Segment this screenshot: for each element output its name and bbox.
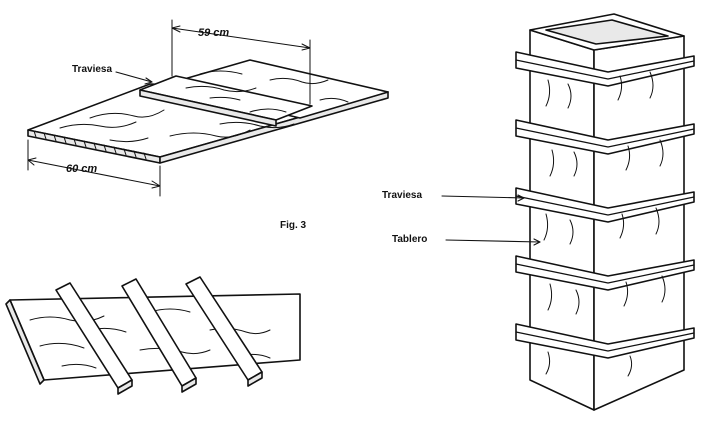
figure-label: Fig. 3 xyxy=(280,220,307,231)
board-wood-grain xyxy=(59,70,349,143)
column-grain-7 xyxy=(625,145,631,171)
column-grain-14 xyxy=(575,289,580,315)
column-grain-4 xyxy=(649,71,654,99)
traviesa-top-leader xyxy=(115,71,153,85)
column-clamp-edge-3 xyxy=(515,195,695,216)
column-clamp-edge-2 xyxy=(515,127,695,148)
column-grain-12 xyxy=(655,207,660,235)
column-formwork xyxy=(515,13,695,411)
column-grain-13 xyxy=(547,283,553,311)
column-grain-5 xyxy=(549,149,555,177)
crosspiece-edge xyxy=(139,89,277,127)
column-clamp-5 xyxy=(515,323,695,359)
board-edge-hatching xyxy=(33,130,147,160)
top-dimension-lines xyxy=(171,19,311,105)
column-grain-17 xyxy=(545,351,551,375)
column-grain-2 xyxy=(567,83,572,109)
tablero-label: Tablero xyxy=(392,234,427,245)
column-top-inner xyxy=(545,19,669,45)
column-grain-9 xyxy=(543,213,549,241)
column-grain-3 xyxy=(617,75,623,101)
column-clamp-3 xyxy=(515,187,695,223)
slat-3-side xyxy=(247,371,263,387)
top-left-board-assembly xyxy=(27,19,389,197)
column-wood-grain xyxy=(543,71,666,377)
column-grain-8 xyxy=(659,139,664,167)
column-grain-11 xyxy=(619,213,625,239)
traviesa-right-label: Traviesa xyxy=(382,190,422,201)
side-dimension-label: 60 cm xyxy=(66,163,97,175)
side-dimension-lines xyxy=(27,139,161,197)
column-leaders xyxy=(441,194,541,246)
column-clamp-2 xyxy=(515,119,695,155)
column-grain-15 xyxy=(623,281,629,307)
column-grain-10 xyxy=(569,219,574,245)
column-grain-16 xyxy=(661,275,666,303)
column-grain-18 xyxy=(627,355,633,377)
top-dimension-label: 59 cm xyxy=(198,27,229,39)
slat-1-side xyxy=(117,379,133,395)
column-clamp-edge-4 xyxy=(515,263,695,284)
column-clamp-4 xyxy=(515,255,695,291)
slat-2-side xyxy=(181,377,197,393)
bottom-board-edge xyxy=(5,299,45,385)
column-clamp-edge-1 xyxy=(515,59,695,80)
column-clamp-edge-5 xyxy=(515,331,695,352)
column-grain-6 xyxy=(573,151,578,177)
bottom-left-board-assembly xyxy=(5,276,301,395)
column-clamp-1 xyxy=(515,51,695,87)
traviesa-top-label: Traviesa xyxy=(72,64,112,75)
column-grain-1 xyxy=(545,79,551,107)
bottom-board-grain xyxy=(29,308,271,369)
